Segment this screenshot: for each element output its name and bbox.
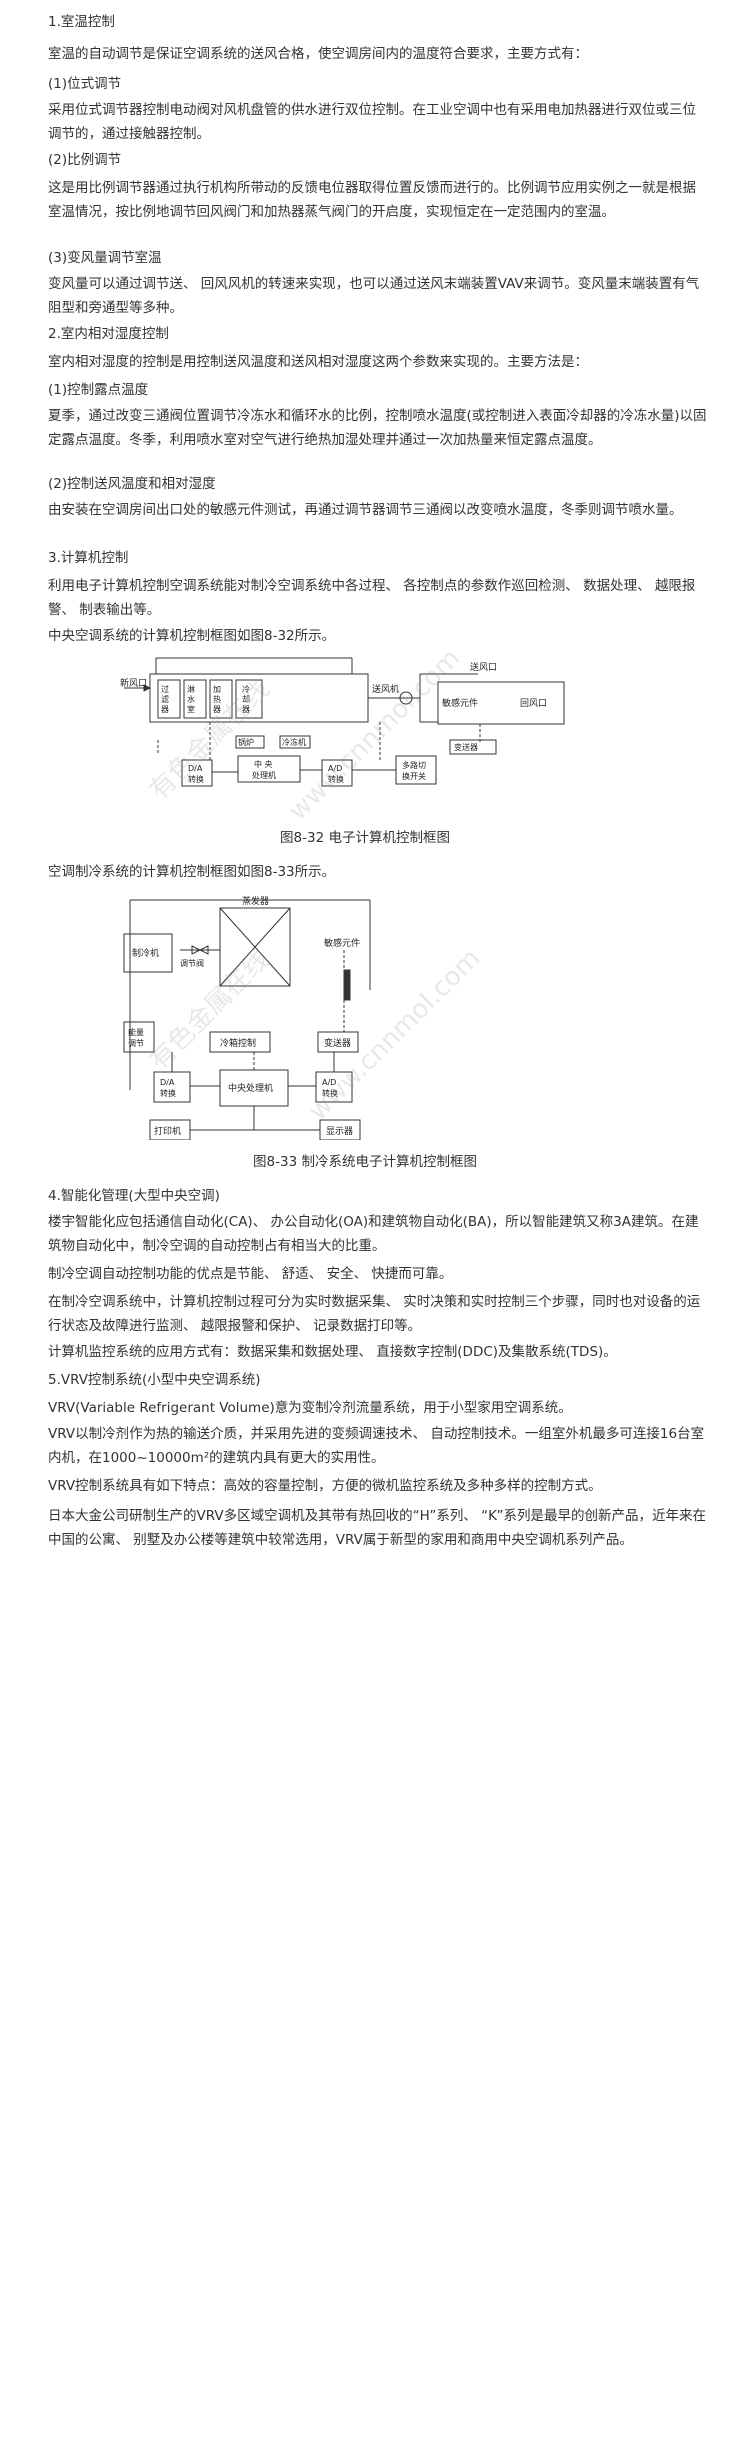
svg-text:热: 热 — [213, 694, 221, 704]
section-1-3-title: (3)变风量调节室温 — [48, 250, 162, 266]
fan-label: 送风机 — [372, 683, 399, 695]
fresh-air-label: 新风口 — [120, 677, 147, 689]
figure-2-reference: 空调制冷系统的计算机控制框图如图8-33所示。 — [48, 864, 336, 880]
section-2-title: 2.室内相对湿度控制 — [48, 326, 169, 342]
section-2-1-body: 夏季，通过改变三通阀位置调节冷冻水和循环水的比例，控制喷水温度(或控制进入表面冷… — [48, 408, 707, 448]
section-1-1-body: 采用位式调节器控制电动阀对风机盘管的供水进行双位控制。在工业空调中也有采用电加热… — [48, 102, 696, 142]
section-4-paragraph-1: 楼宇智能化应包括通信自动化(CA)、 办公自动化(OA)和建筑物自动化(BA)，… — [48, 1214, 699, 1254]
chiller-label: 冷冻机 — [282, 737, 306, 747]
svg-text:A/D: A/D — [328, 764, 342, 773]
svg-text:水: 水 — [187, 694, 195, 704]
printer-label-2: 打印机 — [154, 1125, 181, 1137]
section-5-title: 5.VRV控制系统(小型中央空调系统) — [48, 1372, 261, 1388]
figure-8-33-diagram: 蒸发器 制冷机 调节阀 敏感元件 能量 调节 冷箱控制 变送器 D/A 转换 中… — [123, 895, 371, 1140]
section-4-paragraph-4: 计算机监控系统的应用方式有：数据采集和数据处理、 直接数字控制(DDC)及集散系… — [48, 1344, 617, 1360]
section-1-2-title: (2)比例调节 — [48, 152, 122, 168]
svg-text:器: 器 — [161, 705, 169, 714]
section-1-3-body: 变风量可以通过调节送、 回风风机的转速来实现，也可以通过送风末端装置VAV来调节… — [48, 276, 700, 316]
svg-text:过: 过 — [161, 684, 169, 694]
svg-text:处理机: 处理机 — [252, 770, 276, 780]
section-3-body: 利用电子计算机控制空调系统能对制冷空调系统中各过程、 各控制点的参数作巡回检测、… — [48, 578, 696, 618]
sensor-label: 敏感元件 — [442, 697, 478, 709]
svg-text:加: 加 — [213, 684, 221, 694]
figure-8-32-diagram: 新风口 过 滤 器 淋 水 室 加 热 器 冷 却 器 送风机 送风口 敏感元件… — [120, 657, 565, 787]
svg-text:多路切: 多路切 — [402, 760, 426, 770]
svg-text:转换: 转换 — [322, 1088, 338, 1098]
figure-8-32-caption: 图8-32 电子计算机控制框图 — [280, 830, 450, 846]
svg-text:D/A: D/A — [188, 764, 203, 773]
svg-text:转换: 转换 — [188, 774, 204, 784]
valve-label: 调节阀 — [180, 959, 204, 968]
cpu-label-2: 中央处理机 — [228, 1082, 273, 1094]
section-3-title: 3.计算机控制 — [48, 550, 129, 566]
svg-text:冷: 冷 — [242, 684, 250, 694]
svg-text:却: 却 — [242, 694, 250, 704]
svg-text:能量: 能量 — [128, 1027, 144, 1037]
section-5-paragraph-1: VRV(Variable Refrigerant Volume)意为变制冷剂流量… — [48, 1400, 572, 1416]
transmitter-label-2: 变送器 — [324, 1037, 351, 1049]
svg-text:D/A: D/A — [160, 1078, 175, 1087]
section-1-1-title: (1)位式调节 — [48, 76, 122, 92]
svg-text:器: 器 — [242, 705, 250, 714]
section-2-2-body: 由安装在空调房间出口处的敏感元件测试，再通过调节器调节三通阀以改变喷水温度，冬季… — [48, 502, 683, 518]
svg-text:滤: 滤 — [161, 694, 169, 704]
svg-text:中 央: 中 央 — [254, 759, 273, 769]
section-2-1-title: (1)控制露点温度 — [48, 382, 149, 398]
cooling-control-label: 冷箱控制 — [220, 1037, 256, 1049]
svg-text:A/D: A/D — [322, 1078, 336, 1087]
section-4-paragraph-2: 制冷空调自动控制功能的优点是节能、 舒适、 安全、 快捷而可靠。 — [48, 1266, 453, 1282]
section-5-paragraph-4: 日本大金公司研制生产的VRV多区域空调机及其带有热回收的“H”系列、 “K”系列… — [48, 1508, 707, 1548]
section-4-paragraph-3: 在制冷空调系统中，计算机控制过程可分为实时数据采集、 实时决策和实时控制三个步骤… — [48, 1294, 701, 1334]
svg-text:转换: 转换 — [160, 1088, 176, 1098]
svg-text:器: 器 — [213, 705, 221, 714]
figure-1-reference: 中央空调系统的计算机控制框图如图8-32所示。 — [48, 628, 336, 644]
svg-text:调节: 调节 — [128, 1039, 144, 1048]
section-4-title: 4.智能化管理(大型中央空调) — [48, 1188, 220, 1204]
boiler-label: 锅炉 — [238, 737, 254, 747]
supply-port-label: 送风口 — [470, 661, 497, 673]
sensor-label-2: 敏感元件 — [324, 937, 360, 949]
section-1-intro: 室温的自动调节是保证空调系统的送风合格，使空调房间内的温度符合要求，主要方式有： — [48, 46, 588, 62]
evaporator-label: 蒸发器 — [242, 895, 269, 907]
section-5-paragraph-3: VRV控制系统具有如下特点：高效的容量控制，方便的微机监控系统及多种多样的控制方… — [48, 1478, 602, 1494]
svg-text:室: 室 — [187, 704, 195, 714]
chiller-label: 制冷机 — [132, 947, 159, 959]
section-1-title: 1.室温控制 — [48, 14, 115, 30]
svg-text:转换: 转换 — [328, 774, 344, 784]
section-1-2-body: 这是用比例调节器通过执行机构所带动的反馈电位器取得位置反馈而进行的。比例调节应用… — [48, 180, 696, 220]
return-port-label: 回风口 — [520, 698, 547, 709]
svg-text:淋: 淋 — [187, 684, 195, 694]
transmitter-label: 变送器 — [454, 742, 478, 752]
section-5-paragraph-2: VRV以制冷剂作为热的输送介质，并采用先进的变频调速技术、 自动控制技术。一组室… — [48, 1426, 705, 1466]
display-label-2: 显示器 — [326, 1126, 353, 1137]
svg-text:换开关: 换开关 — [402, 771, 426, 781]
section-2-intro: 室内相对湿度的控制是用控制送风温度和送风相对湿度这两个参数来实现的。主要方法是： — [48, 354, 588, 370]
figure-8-33-caption: 图8-33 制冷系统电子计算机控制框图 — [253, 1154, 477, 1170]
section-2-2-title: (2)控制送风温度和相对湿度 — [48, 476, 216, 492]
